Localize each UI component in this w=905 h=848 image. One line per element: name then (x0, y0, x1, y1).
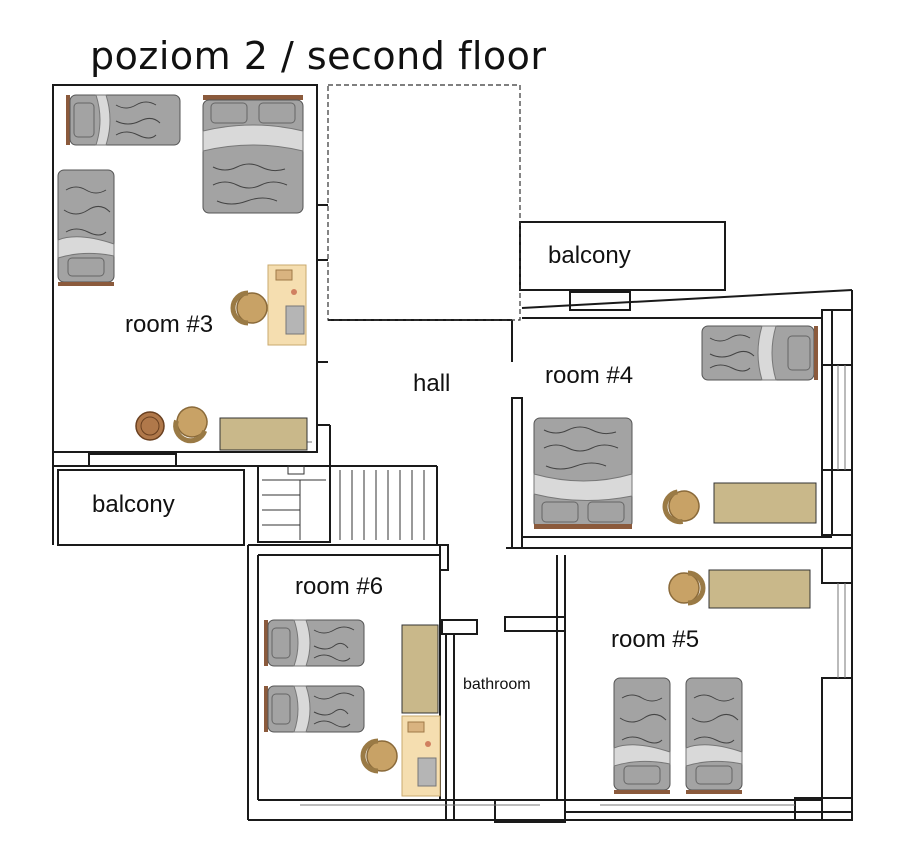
room3-armchair (171, 403, 211, 445)
floor-title: poziom 2 / second floor (90, 34, 547, 78)
room5-sideboard (708, 569, 811, 609)
room5-bed-right (685, 677, 743, 795)
room6-bed-bottom (264, 685, 365, 733)
room6-bed-top (264, 619, 365, 667)
room3-bed-left (57, 169, 115, 287)
room3-double-bed (202, 95, 304, 214)
balcony-left-label: balcony (92, 491, 175, 518)
room5-label: room #5 (611, 626, 700, 653)
bathroom-label: bathroom (463, 676, 531, 693)
room6-desk (401, 715, 441, 797)
room5-armchair (669, 573, 703, 603)
room4-bed-single (701, 325, 818, 381)
room3-bed-top (66, 94, 181, 146)
staircase (262, 465, 425, 540)
room3-side-table (135, 411, 165, 441)
balcony-top-label: balcony (548, 242, 631, 269)
room4-armchair (663, 489, 702, 524)
room4-sideboard (713, 482, 817, 524)
room3-label: room #3 (125, 311, 214, 338)
room6-sideboard (401, 624, 439, 714)
room4-label: room #4 (545, 362, 634, 389)
hall-label: hall (413, 370, 451, 397)
room6-label: room #6 (295, 573, 384, 600)
room4-double-bed (533, 417, 633, 529)
room6-chair (363, 741, 397, 771)
room5-bed-left (613, 677, 671, 795)
room3-desk (233, 264, 307, 346)
room3-sideboard (219, 417, 308, 451)
open-void-outline (327, 84, 521, 321)
